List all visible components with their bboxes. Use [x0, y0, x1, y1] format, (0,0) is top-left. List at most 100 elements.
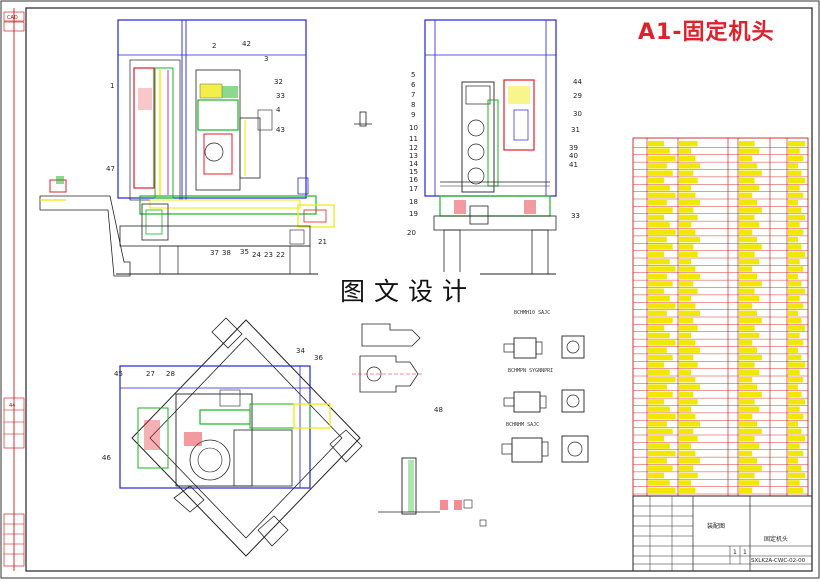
- table-cell-fill: [739, 259, 760, 265]
- front-view: [39, 19, 372, 277]
- part-number: 4: [276, 106, 281, 114]
- table-cell-fill: [739, 155, 753, 162]
- watermark-text: 图文设计: [336, 272, 481, 308]
- table-cell-fill: [679, 436, 698, 442]
- table-cell-fill: [739, 354, 762, 361]
- table-cell-fill: [739, 281, 762, 287]
- table-cell-fill: [679, 325, 698, 331]
- part-number: 11: [409, 135, 418, 143]
- part-number: 41: [569, 161, 578, 169]
- part-number: 7: [411, 91, 415, 99]
- table-cell-fill: [739, 163, 757, 169]
- table-cell-fill: [788, 200, 798, 206]
- assembly-label: 装配图: [707, 522, 725, 530]
- strip-mid-text: 44: [9, 403, 15, 409]
- table-cell-fill: [679, 310, 700, 316]
- strip-top-text: CAD: [7, 15, 18, 21]
- table-cell-fill: [788, 480, 800, 486]
- table-cell-fill: [788, 436, 806, 442]
- table-cell-fill: [739, 177, 755, 184]
- part-number: 33: [571, 212, 580, 220]
- table-cell-fill: [679, 141, 698, 147]
- table-cell-fill: [788, 413, 804, 420]
- table-cell-fill: [648, 487, 676, 493]
- table-cell-fill: [739, 450, 753, 457]
- table-cell-fill: [648, 347, 667, 353]
- left-binding-strip: CAD 44: [3, 8, 25, 571]
- table-cell-fill: [648, 251, 664, 257]
- table-cell-fill: [739, 207, 762, 213]
- part-number: 16: [409, 176, 418, 184]
- table-cell-fill: [648, 273, 667, 280]
- table-cell-fill: [648, 436, 664, 442]
- table-cell-fill: [788, 236, 798, 243]
- table-cell-fill: [679, 288, 698, 294]
- part-number: 2: [212, 42, 216, 50]
- table-cell-fill: [679, 148, 692, 154]
- motor-caption: BCHNHM SAJC: [506, 422, 539, 428]
- table-cell-fill: [679, 480, 692, 486]
- part-number: 43: [276, 126, 285, 134]
- part-number: 18: [409, 198, 418, 206]
- table-cell-fill: [648, 170, 673, 176]
- table-cell-fill: [648, 325, 664, 331]
- part-number: 38: [222, 249, 231, 257]
- part-number: 39: [569, 144, 578, 152]
- table-cell-fill: [788, 310, 798, 316]
- table-cell-fill: [648, 207, 673, 213]
- table-cell-fill: [679, 413, 696, 420]
- drawing-name: 固定机头: [764, 535, 788, 543]
- table-cell-fill: [679, 244, 694, 250]
- table-cell-fill: [788, 377, 804, 383]
- table-cell-fill: [648, 384, 667, 390]
- sheet-cell: 1: [743, 549, 747, 556]
- table-cell-fill: [788, 340, 804, 346]
- table-cell-fill: [648, 214, 664, 221]
- table-cell-fill: [648, 377, 676, 383]
- parts-list-table: [632, 137, 809, 497]
- table-cell-fill: [679, 318, 694, 324]
- part-number: 3: [264, 55, 268, 63]
- table-cell-fill: [679, 192, 696, 198]
- table-cell-fill: [679, 229, 696, 235]
- table-cell-fill: [739, 487, 753, 493]
- part-number: 34: [296, 347, 305, 355]
- table-cell-fill: [739, 236, 757, 243]
- table-cell-fill: [788, 362, 806, 368]
- table-cell-fill: [788, 207, 802, 213]
- part-number: 24: [252, 251, 261, 259]
- part-number: 1: [110, 82, 114, 90]
- side-view: [424, 19, 557, 275]
- table-cell-fill: [788, 251, 806, 257]
- part-number: 10: [409, 124, 418, 132]
- front-part-numbers: 1 2 42 3 32 33 4 43 47 37 38 35 24 23 22…: [106, 40, 327, 259]
- table-cell-fill: [679, 347, 700, 353]
- table-cell-fill: [739, 399, 755, 405]
- table-cell-fill: [739, 362, 755, 368]
- table-cell-fill: [739, 266, 753, 272]
- table-cell-fill: [648, 391, 673, 398]
- table-cell-fill: [648, 362, 664, 368]
- table-cell-fill: [788, 332, 800, 339]
- table-cell-fill: [648, 141, 664, 147]
- table-cell-fill: [679, 303, 696, 309]
- table-cell-fill: [739, 214, 755, 221]
- top-view: [119, 317, 363, 557]
- table-cell-fill: [648, 244, 673, 250]
- table-cell-fill: [648, 266, 676, 272]
- table-cell-fill: [679, 207, 694, 213]
- table-cell-fill: [648, 288, 664, 294]
- table-cell-fill: [648, 236, 667, 243]
- part-number: 48: [434, 406, 443, 414]
- table-cell-fill: [788, 428, 802, 434]
- drawing-number: SXLK2A-CWC-02-00: [751, 558, 806, 564]
- part-number: 13: [409, 152, 418, 160]
- table-cell-fill: [648, 450, 676, 457]
- table-cell-fill: [788, 141, 806, 147]
- table-cell-fill: [739, 244, 762, 250]
- table-cell-fill: [679, 163, 700, 169]
- part-number: 5: [411, 71, 415, 79]
- part-number: 46: [102, 454, 111, 462]
- part-number: 47: [106, 165, 115, 173]
